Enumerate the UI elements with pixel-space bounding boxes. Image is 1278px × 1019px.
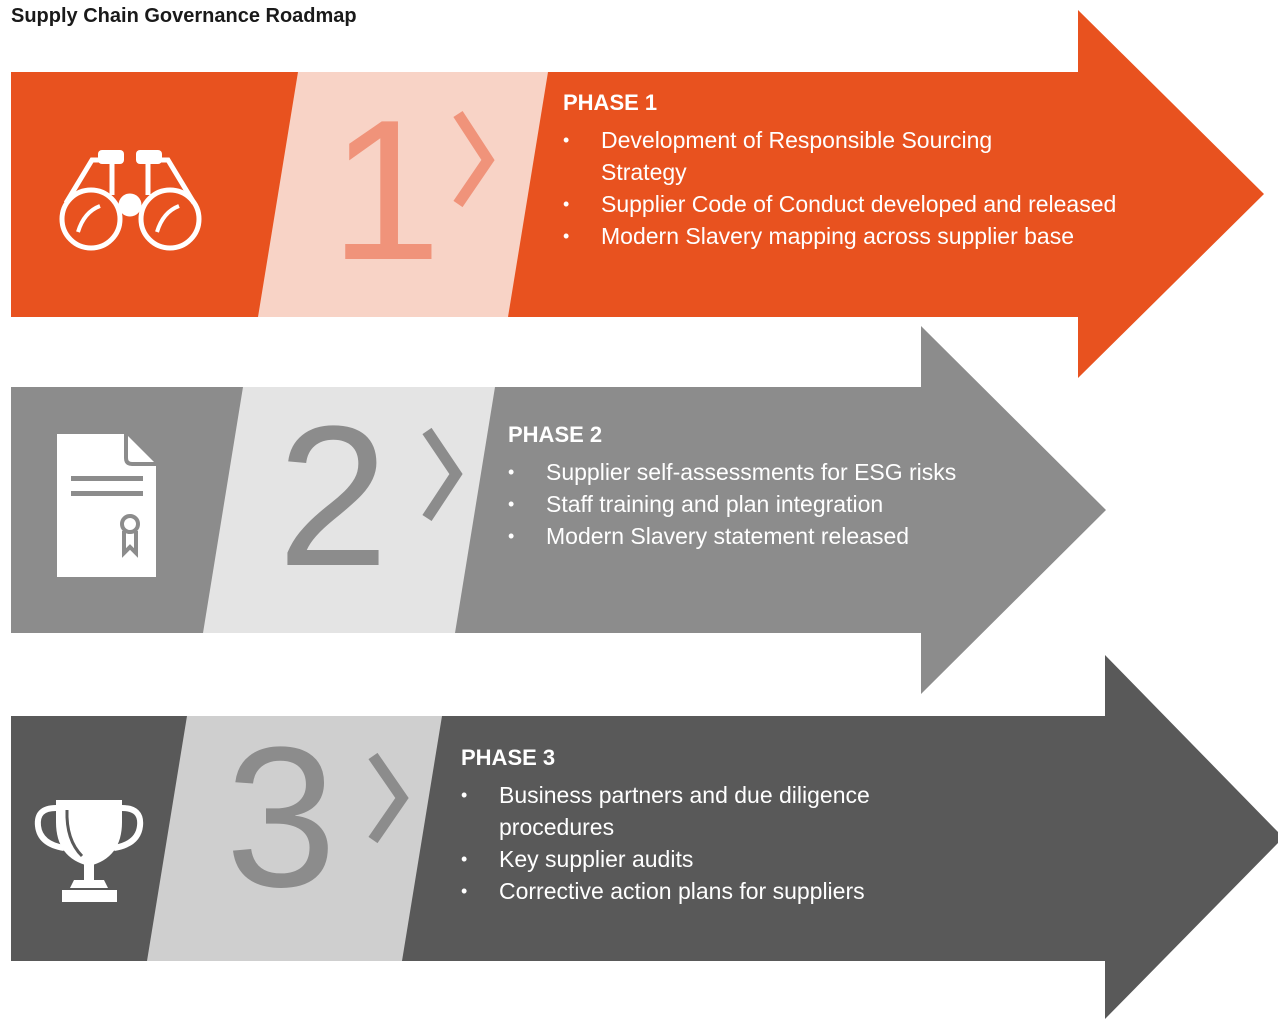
list-item: •Key supplier audits (461, 843, 999, 875)
list-item: •Modern Slavery statement released (508, 520, 1026, 552)
phase-2-content: PHASE 2 •Supplier self-assessments for E… (508, 422, 988, 552)
list-item: •Modern Slavery mapping across supplier … (563, 220, 1201, 252)
phase-1-content: PHASE 1 •Development of Responsible Sour… (563, 90, 1163, 252)
bullet-icon: • (563, 194, 570, 214)
list-item: •Staff training and plan integration (508, 488, 1026, 520)
bullet-icon: • (563, 226, 570, 246)
list-item: •Corrective action plans for suppliers (461, 875, 999, 907)
page-title: Supply Chain Governance Roadmap (11, 5, 357, 27)
list-item: •Development of Responsible Sourcing Str… (563, 124, 1081, 188)
list-item: •Supplier self-assessments for ESG risks (508, 456, 1006, 488)
phase-1-chevron-icon (453, 110, 495, 208)
phase-3-number: 3 (225, 706, 337, 929)
bullet-icon: • (461, 881, 468, 901)
phase-3-number-panel (147, 716, 442, 961)
list-item: •Supplier Code of Conduct developed and … (563, 188, 1161, 220)
phase-3-list: •Business partners and due diligence pro… (461, 779, 981, 907)
certificate-icon (57, 434, 156, 577)
phase-2-number: 2 (277, 385, 389, 608)
bullet-icon: • (508, 526, 515, 546)
phase-1-number: 1 (330, 79, 442, 302)
list-item: •Business partners and due diligence pro… (461, 779, 979, 843)
phase-2-heading: PHASE 2 (508, 422, 603, 447)
bullet-icon: • (563, 130, 570, 150)
phase-3-heading: PHASE 3 (461, 745, 556, 770)
phase-1-heading: PHASE 1 (563, 90, 658, 115)
trophy-icon (34, 800, 144, 902)
bullet-icon: • (508, 494, 515, 514)
binoculars-icon (59, 150, 202, 251)
phase-2-list: •Supplier self-assessments for ESG risks… (508, 456, 988, 552)
phase-3-chevron-icon (368, 752, 409, 844)
bullet-icon: • (461, 849, 468, 869)
bullet-icon: • (508, 462, 515, 482)
phase-2-chevron-icon (422, 427, 463, 522)
bullet-icon: • (461, 785, 468, 805)
phase-2-number-panel (203, 387, 495, 633)
phase-3-content: PHASE 3 •Business partners and due dilig… (461, 745, 981, 907)
phase-1-list: •Development of Responsible Sourcing Str… (563, 124, 1163, 252)
